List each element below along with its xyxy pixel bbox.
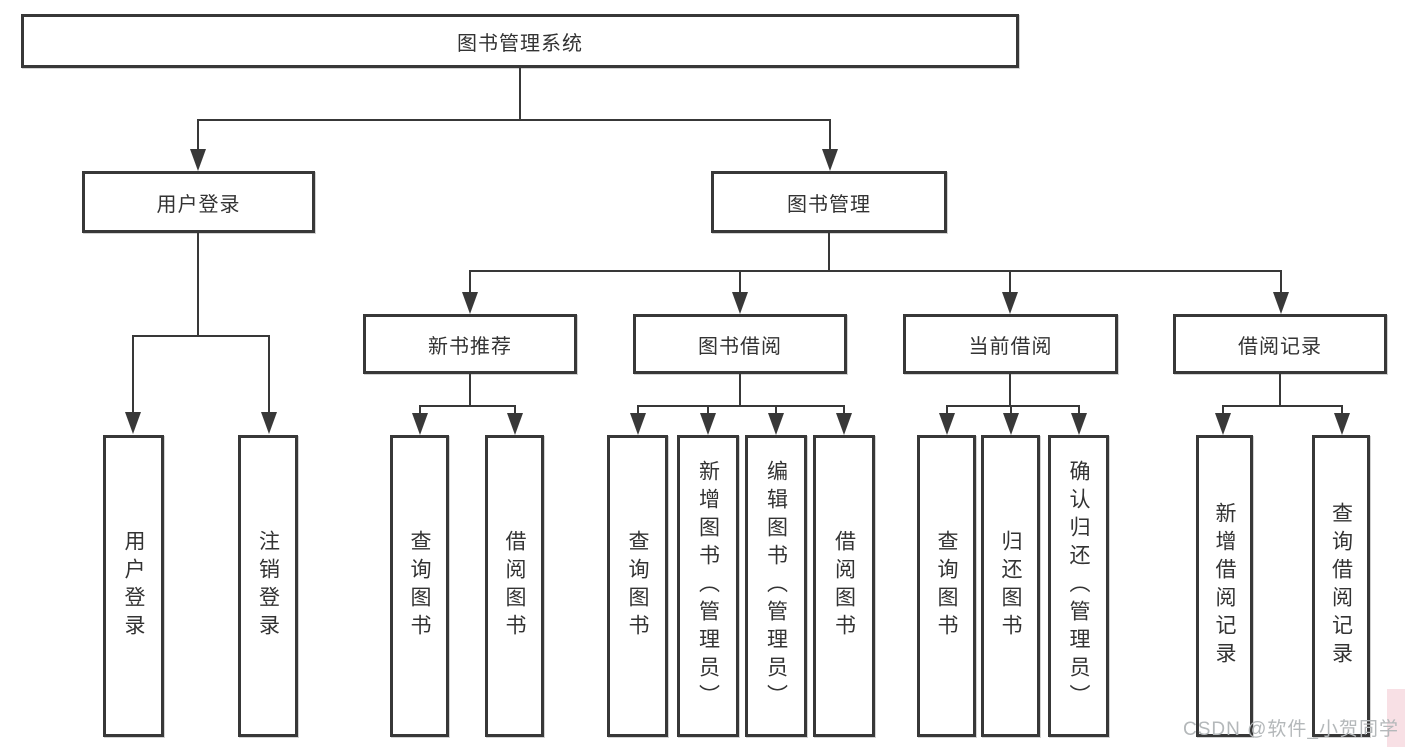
leaf-edit-book-admin: 编辑图书（管理员） (745, 435, 807, 737)
arrowhead-icon (630, 413, 646, 435)
leaf-return-book: 归还图书 (981, 435, 1040, 737)
arrowhead-icon (732, 292, 748, 314)
edge-bookmgmt-stem-1 (469, 270, 471, 295)
edge-borrowrec-hline (1222, 405, 1342, 407)
corner-tint (1387, 689, 1405, 747)
arrowhead-icon (768, 413, 784, 435)
edge-root-stem-right (829, 119, 831, 152)
edge-newbook-stem-2 (514, 405, 516, 417)
edge-borrowrec-stem-1 (1222, 405, 1224, 417)
leaf-query-borrow-record: 查询借阅记录 (1312, 435, 1370, 737)
arrowhead-icon (462, 292, 478, 314)
node-borrow-records: 借阅记录 (1173, 314, 1387, 374)
node-book-management: 图书管理 (711, 171, 947, 233)
edge-currentborrow-hline (946, 405, 1080, 407)
node-current-borrow: 当前借阅 (903, 314, 1118, 374)
arrowhead-icon (125, 412, 141, 434)
edge-bookmgmt-hline (469, 270, 1282, 272)
arrowhead-icon (1003, 413, 1019, 435)
leaf-query-books-current: 查询图书 (917, 435, 976, 737)
edge-userlogin-hline (132, 335, 270, 337)
edge-currentborrow-stem-3 (1078, 405, 1080, 417)
leaf-borrow-books: 借阅图书 (813, 435, 875, 737)
edge-bookmgmt-vline (828, 233, 830, 272)
edge-bookborrow-stem-4 (843, 405, 845, 417)
edge-bookmgmt-stem-4 (1280, 270, 1282, 295)
leaf-confirm-return-admin: 确认归还（管理员） (1048, 435, 1109, 737)
leaf-query-books-recommend: 查询图书 (390, 435, 449, 737)
edge-newbook-hline (419, 405, 516, 407)
edge-currentborrow-vline (1009, 374, 1011, 407)
arrowhead-icon (939, 413, 955, 435)
edge-bookmgmt-stem-2 (739, 270, 741, 295)
arrowhead-icon (190, 149, 206, 171)
arrowhead-icon (1071, 413, 1087, 435)
edge-bookborrow-stem-2 (707, 405, 709, 417)
edge-bookborrow-hline (637, 405, 845, 407)
arrowhead-icon (700, 413, 716, 435)
arrowhead-icon (836, 413, 852, 435)
arrowhead-icon (1215, 413, 1231, 435)
edge-bookborrow-stem-1 (637, 405, 639, 417)
edge-userlogin-stem-1 (132, 335, 134, 415)
arrowhead-icon (1273, 292, 1289, 314)
leaf-query-books-borrow: 查询图书 (607, 435, 668, 737)
edge-root-stem-left (197, 119, 199, 152)
arrowhead-icon (1334, 413, 1350, 435)
node-user-login: 用户登录 (82, 171, 315, 233)
leaf-logout: 注销登录 (238, 435, 298, 737)
edge-currentborrow-stem-1 (946, 405, 948, 417)
arrowhead-icon (412, 413, 428, 435)
edge-userlogin-vline (197, 233, 199, 337)
leaf-borrow-books-recommend: 借阅图书 (485, 435, 544, 737)
node-root: 图书管理系统 (21, 14, 1019, 68)
arrowhead-icon (507, 413, 523, 435)
edge-bookmgmt-stem-3 (1009, 270, 1011, 295)
edge-currentborrow-stem-2 (1010, 405, 1012, 417)
arrowhead-icon (822, 149, 838, 171)
edge-userlogin-stem-2 (268, 335, 270, 415)
edge-bookborrow-stem-3 (775, 405, 777, 417)
csdn-watermark: CSDN @软件_小贺同学 (1183, 719, 1399, 740)
leaf-user-login: 用户登录 (103, 435, 164, 737)
edge-borrowrec-stem-2 (1341, 405, 1343, 417)
node-book-borrow: 图书借阅 (633, 314, 847, 374)
node-new-book-recommend: 新书推荐 (363, 314, 577, 374)
edge-newbook-vline (469, 374, 471, 407)
edge-root-vline (519, 68, 521, 121)
edge-root-hline (197, 119, 831, 121)
edge-bookborrow-vline (739, 374, 741, 407)
leaf-add-book-admin: 新增图书（管理员） (677, 435, 739, 737)
arrowhead-icon (1002, 292, 1018, 314)
leaf-add-borrow-record: 新增借阅记录 (1196, 435, 1253, 737)
edge-borrowrec-vline (1279, 374, 1281, 407)
edge-newbook-stem-1 (419, 405, 421, 417)
arrowhead-icon (261, 412, 277, 434)
